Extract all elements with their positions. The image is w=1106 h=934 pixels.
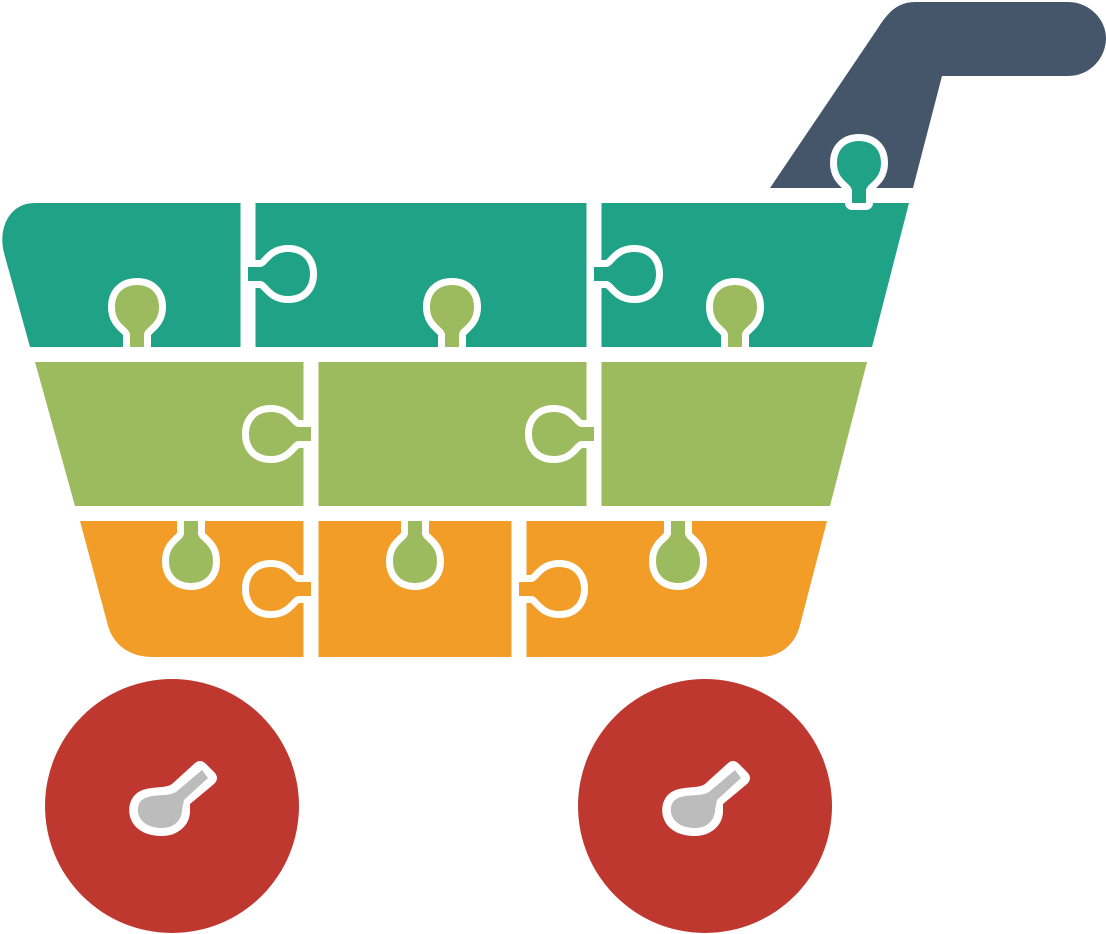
wheel-right-hub-icon bbox=[662, 761, 750, 836]
puzzle-knob-handle bbox=[837, 141, 881, 203]
cart-tier-bottom bbox=[80, 521, 827, 657]
wheel-left-hub-icon bbox=[129, 761, 217, 836]
puzzle-separators bbox=[115, 141, 881, 657]
cart-handle bbox=[770, 2, 1106, 188]
wheel-right bbox=[578, 679, 832, 933]
cart-tier-top bbox=[2, 203, 910, 347]
cart-tier-middle bbox=[35, 362, 867, 506]
wheel-left bbox=[45, 679, 299, 933]
